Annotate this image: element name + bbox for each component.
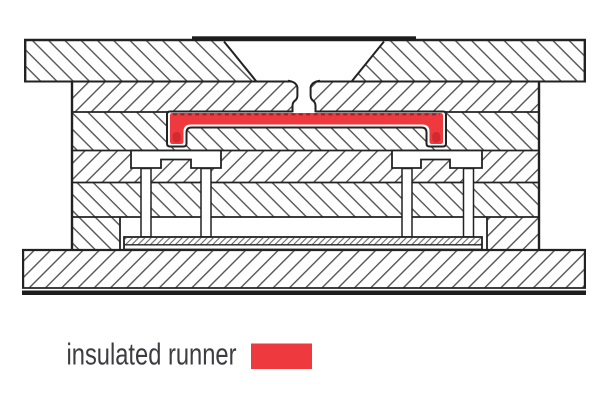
locating-ring bbox=[192, 36, 416, 41]
ejector-pin bbox=[401, 167, 413, 238]
sprue-fill bbox=[288, 79, 320, 113]
spacer-rail-right bbox=[487, 217, 540, 250]
gate-melt-right bbox=[432, 132, 441, 143]
ejector-pin bbox=[200, 167, 212, 238]
spacer-rail-left bbox=[71, 217, 120, 250]
runner-melt bbox=[170, 113, 443, 144]
mold-plates bbox=[22, 40, 586, 289]
ejector-pin bbox=[462, 167, 475, 238]
runner-melt-fill bbox=[170, 113, 443, 144]
legend-label: insulated runner bbox=[67, 337, 237, 372]
legend: insulated runner bbox=[67, 337, 312, 372]
legend-swatch bbox=[251, 343, 312, 369]
ejector-pin bbox=[140, 167, 152, 238]
bottom-clamp-face bbox=[22, 290, 586, 295]
ejector-plate-assembly bbox=[123, 236, 483, 251]
top-clamping-plate bbox=[24, 40, 586, 82]
sprue-channel bbox=[287, 79, 321, 113]
bottom-clamping-plate bbox=[22, 250, 586, 289]
ejector-retainer-plate bbox=[124, 237, 482, 245]
gate-melt-left bbox=[172, 132, 181, 143]
